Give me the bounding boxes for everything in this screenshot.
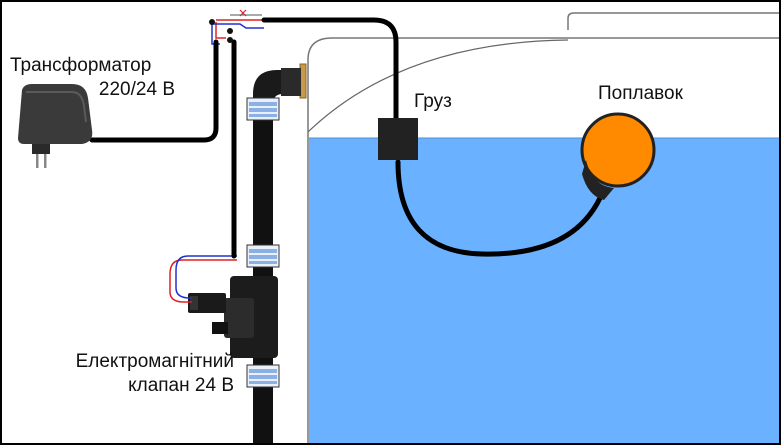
fitting-bottom — [246, 364, 280, 388]
valve-coil — [224, 298, 254, 338]
cable-weight-to-float — [395, 159, 603, 257]
junction-dot-3 — [227, 37, 233, 43]
transformer — [18, 84, 93, 168]
cable-to-float — [261, 17, 399, 123]
junction-dot-2 — [227, 28, 233, 34]
cable-transformer — [89, 39, 219, 143]
float-label: Поплавок — [598, 83, 683, 104]
tank-lid — [567, 12, 779, 30]
transformer-body — [18, 84, 93, 144]
tank-inner-curve — [307, 39, 569, 133]
pipe-vertical — [253, 98, 273, 443]
valve-label-line1: Електромагнітний — [75, 351, 234, 372]
transformer-plug — [32, 144, 50, 154]
tank — [307, 12, 779, 443]
valve-label-line2: клапан 24 В — [128, 375, 234, 396]
weight — [378, 118, 418, 160]
junction-dot-1 — [209, 19, 215, 25]
cables — [89, 17, 603, 259]
float-cap — [582, 160, 614, 200]
fitting-top — [246, 97, 280, 121]
float-switch — [580, 112, 656, 200]
wire-red-top — [215, 22, 226, 39]
wire-red-loop — [169, 259, 237, 303]
wiring — [169, 9, 264, 303]
wire-bridge-blue — [212, 23, 264, 29]
pipe — [246, 63, 307, 443]
solenoid-valve — [188, 276, 278, 358]
weight-label: Груз — [414, 91, 452, 112]
water — [309, 138, 779, 443]
fitting-middle — [246, 244, 280, 268]
transformer-label-line1: Трансформатор — [10, 55, 152, 76]
elbow-collar — [281, 68, 301, 96]
wire-blue-loop — [175, 255, 237, 299]
float-ball — [580, 112, 656, 188]
valve-knob — [212, 322, 228, 334]
transformer-label-line2: 220/24 В — [98, 79, 175, 100]
